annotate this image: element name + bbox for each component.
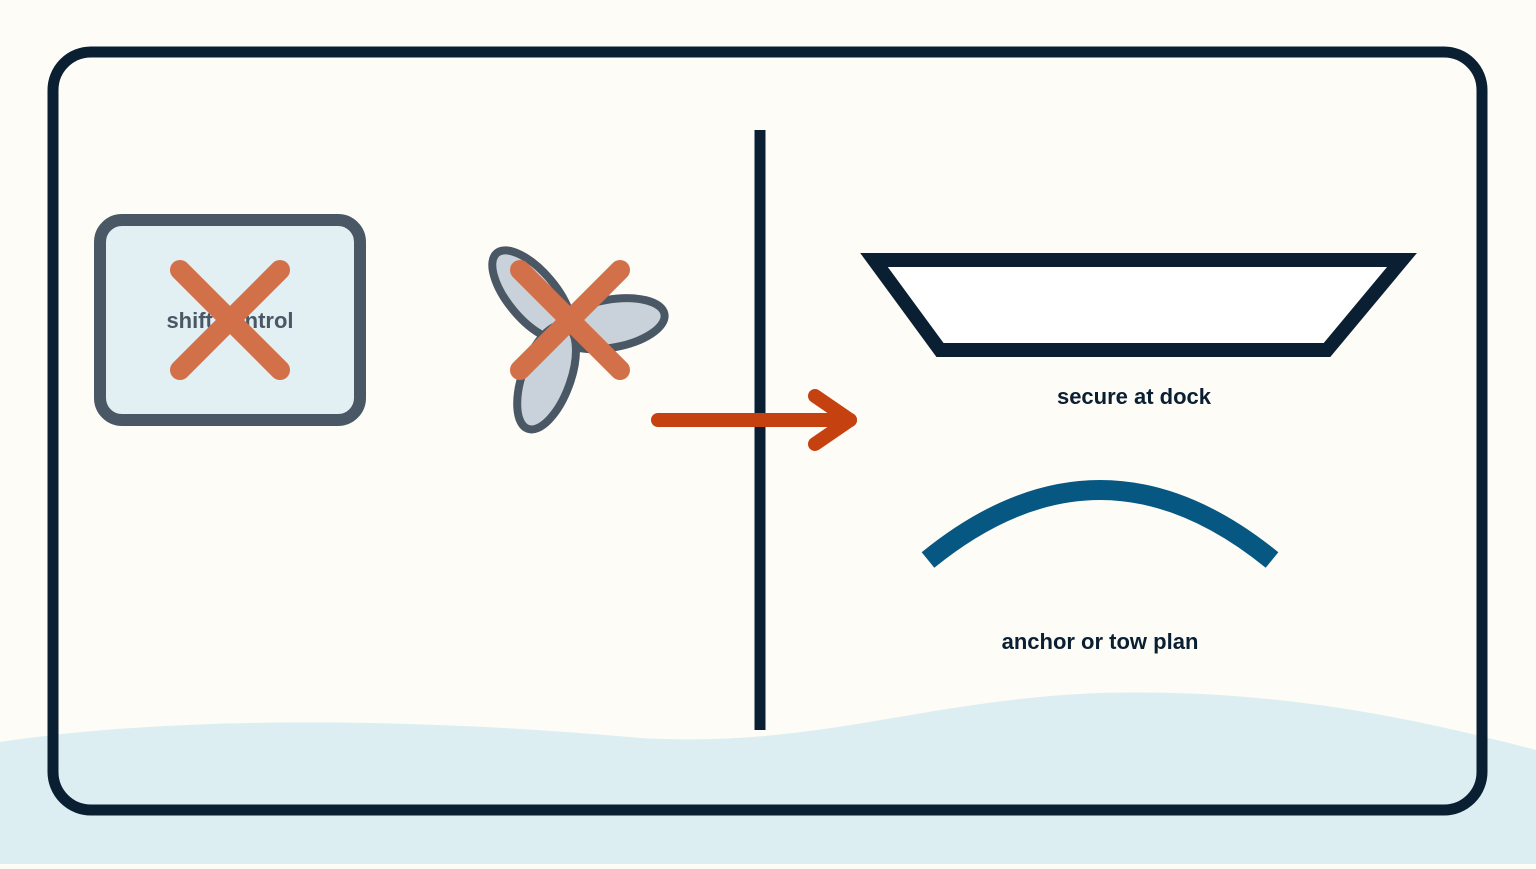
water-wave xyxy=(0,692,1536,864)
frame-border xyxy=(47,46,1488,816)
x-cross-icon xyxy=(170,260,290,380)
anchor-label: anchor or tow plan xyxy=(1002,629,1199,654)
x-cross-icon xyxy=(510,260,630,380)
anchor-arc-icon xyxy=(921,480,1279,568)
right-arrow-icon xyxy=(651,389,857,451)
dock-icon xyxy=(860,253,1417,357)
dock-label: secure at dock xyxy=(1057,384,1212,409)
